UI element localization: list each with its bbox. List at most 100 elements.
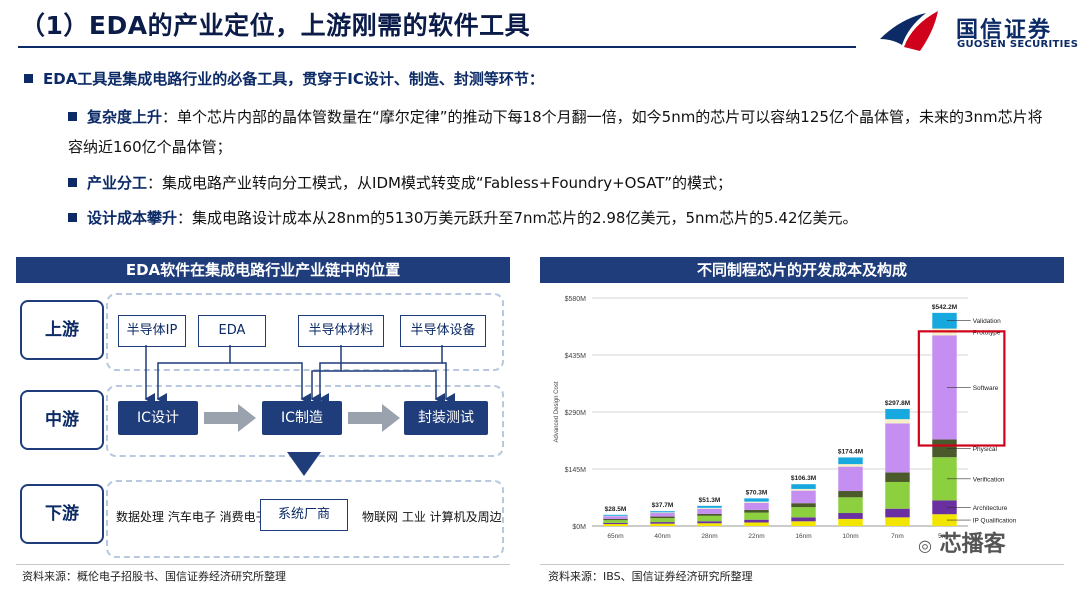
bar-segment xyxy=(885,408,910,420)
sub-bullet-text: ：单个芯片内部的晶体管数量在“摩尔定律”的推动下每18个月翻一倍，如今5nm的芯… xyxy=(68,108,1043,156)
bar-segment xyxy=(932,514,957,526)
bar-segment xyxy=(697,515,722,522)
bar-total-label: $51.3M xyxy=(699,497,721,504)
bar-segment xyxy=(791,484,816,489)
legend-label: Verification xyxy=(973,476,1005,483)
bar-segment xyxy=(838,513,863,519)
bar-segment xyxy=(650,512,675,514)
y-tick-label: $435M xyxy=(565,353,587,360)
main-bullet-text: EDA工具是集成电路行业的必备工具，贯穿于IC设计、制造、封测等环节： xyxy=(43,70,544,88)
bar-segment xyxy=(885,481,910,509)
bar-segment xyxy=(838,466,863,492)
downstream-frame xyxy=(106,480,504,558)
bar-segment xyxy=(791,517,816,522)
guosen-logo-icon xyxy=(880,11,938,51)
bar-segment xyxy=(603,514,628,516)
downstream-left: 数据处理 汽车电子 消费电子 xyxy=(116,510,268,524)
bar-segment xyxy=(838,497,863,514)
bar-segment xyxy=(838,491,863,498)
source-divider xyxy=(16,564,510,565)
right-panel-title: 不同制程芯片的开发成本及构成 xyxy=(540,257,1064,283)
node-semi-equipment: 半导体设备 xyxy=(400,315,486,347)
title-divider xyxy=(18,46,856,48)
bar-segment xyxy=(697,505,722,508)
logo-en-text: GUOSEN SECURITIES xyxy=(957,39,1079,50)
page-title: （1）EDA的产业定位，上游刚需的软件工具 xyxy=(20,11,531,40)
bar-segment xyxy=(791,507,816,518)
bar-segment xyxy=(650,523,675,526)
bar-segment xyxy=(650,522,675,524)
y-tick-label: $145M xyxy=(565,467,587,474)
bar-segment xyxy=(791,503,816,508)
bar-segment xyxy=(885,508,910,518)
legend-label: Architecture xyxy=(973,505,1008,512)
arrow-right-icon xyxy=(348,404,400,432)
flow-connectors xyxy=(144,345,455,405)
bar-segment xyxy=(838,518,863,526)
bar-segment xyxy=(744,502,769,510)
bar-segment xyxy=(603,524,628,526)
x-tick-label: 65nm xyxy=(607,533,623,540)
legend-label: Prototype xyxy=(973,329,1001,336)
left-source: 资料来源：概伦电子招股书、国信证券经济研究所整理 xyxy=(22,570,286,583)
bar-segment xyxy=(697,513,722,516)
bar-segment xyxy=(603,520,628,523)
sub-bullet-text: ：集成电路设计成本从28nm的5130万美元跃升至7nm芯片的2.98亿美元，5… xyxy=(177,209,858,227)
bar-segment xyxy=(697,521,722,524)
legend-label: Software xyxy=(973,385,999,392)
bar-segment xyxy=(838,457,863,465)
y-tick-label: $0M xyxy=(572,524,586,531)
bar-segment xyxy=(791,521,816,526)
bar-total-label: $106.3M xyxy=(791,475,816,482)
wechat-icon: ◎ xyxy=(918,536,932,555)
x-tick-label: 16nm xyxy=(795,533,811,540)
sub-bullet-key: 复杂度上升 xyxy=(87,108,163,126)
node-semi-material: 半导体材料 xyxy=(298,315,384,347)
bar-total-label: $28.5M xyxy=(605,506,627,513)
node-system-vendor: 系统厂商 xyxy=(260,499,348,531)
sub-bullet-key: 设计成本攀升 xyxy=(87,209,178,227)
bar-segment xyxy=(603,518,628,521)
stage-downstream: 下游 xyxy=(20,484,104,544)
sub-bullet-key: 产业分工 xyxy=(87,174,148,192)
sub-bullet-text: ：集成电路产业转向分工模式，从IDM模式转变成“Fabless+Foundry+… xyxy=(147,174,732,192)
bar-segment xyxy=(791,488,816,491)
bar-segment xyxy=(744,512,769,520)
bar-total-label: $542.2M xyxy=(932,304,957,311)
x-tick-label: 7nm xyxy=(891,533,904,540)
stage-upstream: 上游 xyxy=(20,300,104,360)
watermark: ◎ 芯播客 xyxy=(918,526,1006,558)
bar-total-label: $297.8M xyxy=(885,400,910,407)
bar-segment xyxy=(744,501,769,503)
arrow-right-icon xyxy=(204,404,256,432)
bar-segment xyxy=(650,511,675,513)
sub-bullet-division: 产业分工：集成电路产业转向分工模式，从IDM模式转变成“Fabless+Foun… xyxy=(68,168,1048,198)
bar-segment xyxy=(885,517,910,526)
bar-segment xyxy=(650,513,675,517)
bar-segment xyxy=(697,508,722,514)
bar-segment xyxy=(603,522,628,525)
bar-segment xyxy=(744,498,769,502)
y-tick-label: $290M xyxy=(565,410,587,417)
main-bullet: EDA工具是集成电路行业的必备工具，贯穿于IC设计、制造、封测等环节： xyxy=(24,68,544,89)
node-packaging-test: 封装测试 xyxy=(404,401,488,435)
logo-cn-text: 国信证券 xyxy=(956,18,1053,43)
x-tick-label: 10nm xyxy=(842,533,858,540)
bar-segment xyxy=(885,472,910,482)
y-tick-label: $580M xyxy=(565,296,587,303)
bar-segment xyxy=(650,516,675,519)
x-tick-label: 28nm xyxy=(701,533,717,540)
legend-label: Physical xyxy=(973,446,998,453)
right-source: 资料来源：IBS、国信证券经济研究所整理 xyxy=(548,570,753,583)
bar-segment xyxy=(838,464,863,467)
node-ic-design: IC设计 xyxy=(118,401,198,435)
bar-segment xyxy=(697,507,722,509)
bar-segment xyxy=(932,439,957,458)
x-tick-label: 40nm xyxy=(654,533,670,540)
highlight-box xyxy=(917,330,1006,447)
bullet-square-icon xyxy=(68,178,77,187)
sub-bullet-complexity: 复杂度上升：单个芯片内部的晶体管数量在“摩尔定律”的推动下每18个月翻一倍，如今… xyxy=(68,102,1048,162)
node-semi-ip: 半导体IP xyxy=(118,315,186,347)
watermark-text: 芯播客 xyxy=(939,532,1006,557)
